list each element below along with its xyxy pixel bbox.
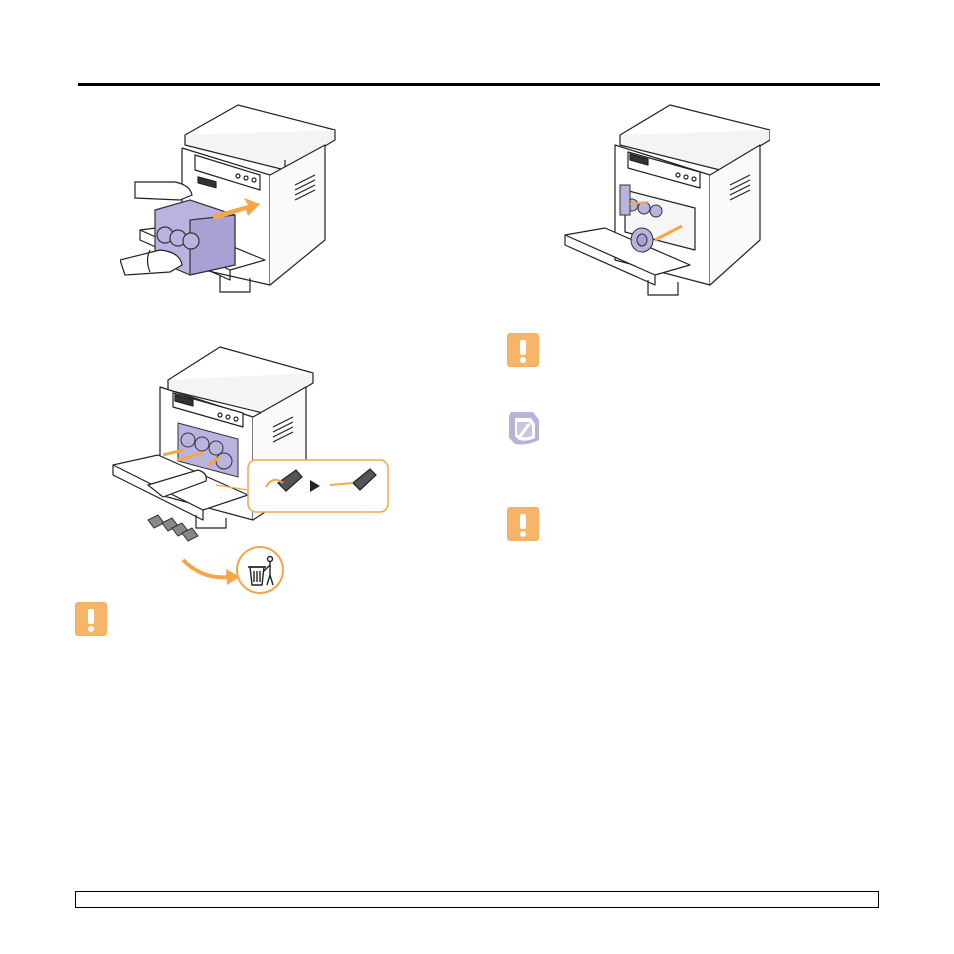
printer-illustration-1	[120, 100, 345, 295]
caution-icon	[75, 602, 107, 636]
caution-icon	[507, 507, 539, 541]
figure-insert-toner-cartridge	[120, 100, 345, 295]
top-rule	[78, 83, 880, 86]
figure-printer-front-door-open	[560, 100, 770, 300]
page-footer	[75, 891, 879, 908]
caution-icon	[507, 333, 539, 367]
figure-remove-toner-caps	[108, 345, 393, 600]
printer-illustration-2	[560, 100, 770, 300]
trash-bin-icon	[236, 545, 284, 595]
note-icon	[507, 410, 541, 446]
